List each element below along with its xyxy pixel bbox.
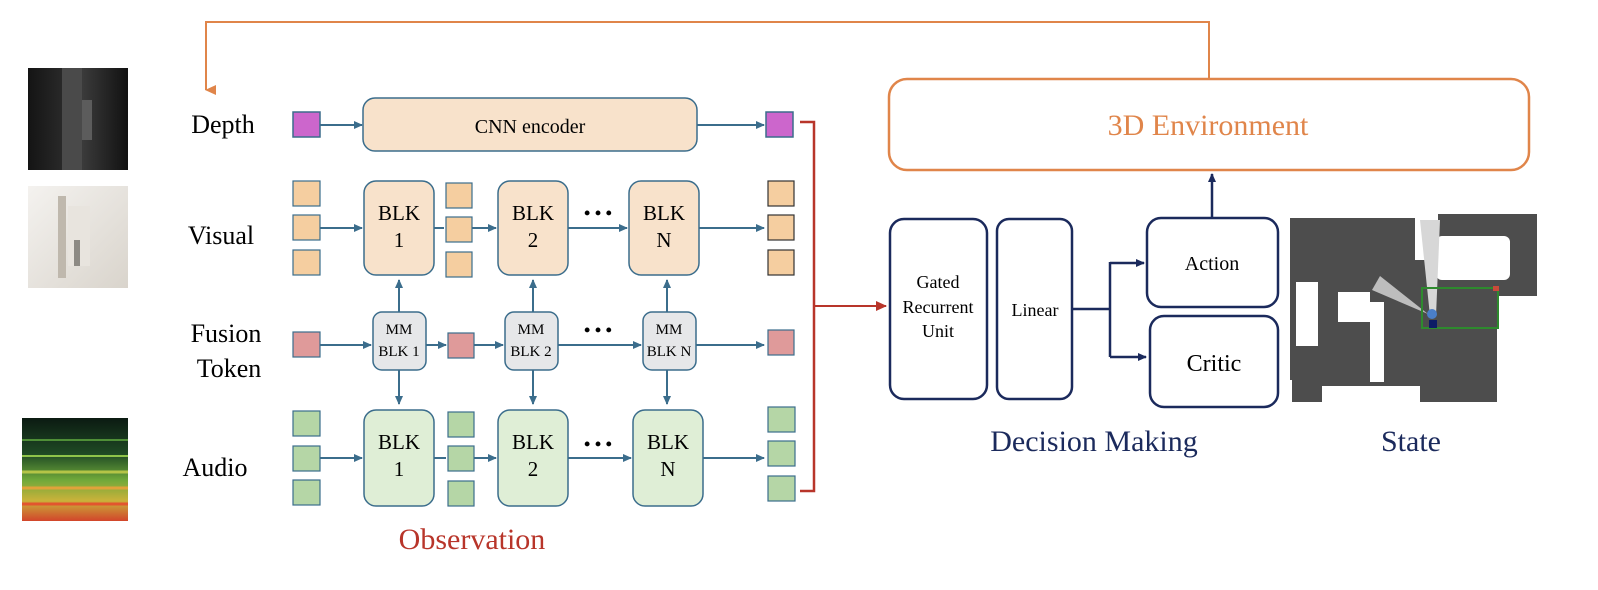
fusion-mid-token [447,332,475,359]
mm-vertical-arrows [395,279,671,405]
environment-title: 3D Environment [1108,109,1309,142]
audio-blk-n-line1: BLK [647,430,689,454]
gru-line2: Recurrent [903,297,974,317]
visual-input-tokens [292,180,321,276]
mm-blk-n-line1: MM [656,322,683,338]
fusion-ellipsis: • • • [584,320,612,340]
audio-input-tokens [292,410,321,506]
depth-output-token [765,111,794,138]
mm-blk-1-line1: MM [386,322,413,338]
state-caption: State [1381,425,1441,458]
gru-line3: Unit [922,321,954,341]
environment-box [887,77,1531,172]
audio-spectrogram-thumbnail [22,418,128,521]
decision-making-caption: Decision Making [990,425,1197,458]
audio-blk-n-line2: N [660,457,675,481]
audio-ellipsis: • • • [584,434,612,454]
audio-blk-2-line1: BLK [512,430,554,454]
mm-blk-2-line1: MM [518,322,545,338]
depth-thumbnail [28,68,128,170]
linear-to-heads-arrows [1072,259,1147,361]
audio-blk-2-line2: 2 [528,457,539,481]
fusion-label-line2: Token [197,354,262,383]
audio-mid-tokens-1 [447,411,475,507]
visual-output-tokens [767,180,795,276]
fusion-output-token [767,329,795,356]
observation-caption: Observation [399,523,546,556]
cnn-encoder-label: CNN encoder [475,116,586,138]
visual-blk-n-line1: BLK [643,201,685,225]
mm-blk-1-line2: BLK 1 [378,344,419,360]
critic-box [1148,314,1280,409]
mm-blk-n-line2: BLK N [647,344,692,360]
audio-blk-1-line2: 1 [394,457,405,481]
visual-blk-n-line2: N [656,228,671,252]
audio-blk-1-line1: BLK [378,430,420,454]
audio-label: Audio [183,453,248,482]
visual-ellipsis: • • • [584,203,612,223]
visual-label: Visual [188,221,254,250]
critic-label: Critic [1187,351,1242,377]
gru-box [888,217,989,401]
linear-label: Linear [1012,300,1059,320]
visual-blk-2-line2: 2 [528,228,539,252]
visual-blk-1-line2: 1 [394,228,405,252]
mm-blk-n [642,311,697,371]
mm-blk-2 [504,311,559,371]
fusion-input-token [292,331,321,358]
depth-input-token [292,111,321,138]
mm-blk-2-line2: BLK 2 [510,344,551,360]
fusion-label-line1: Fusion [191,319,262,348]
mm-blk-1 [372,311,427,371]
depth-label: Depth [191,110,255,139]
gru-line1: Gated [917,272,960,292]
visual-mid-tokens-1 [445,182,473,278]
state-map [1290,214,1537,402]
observation-bracket [800,120,816,493]
audio-output-tokens [767,406,796,502]
visual-blk-1-line1: BLK [378,201,420,225]
environment-feedback-arrow [205,21,1210,95]
visual-thumbnail [28,186,128,288]
visual-blk-2-line1: BLK [512,201,554,225]
action-label: Action [1185,253,1239,275]
